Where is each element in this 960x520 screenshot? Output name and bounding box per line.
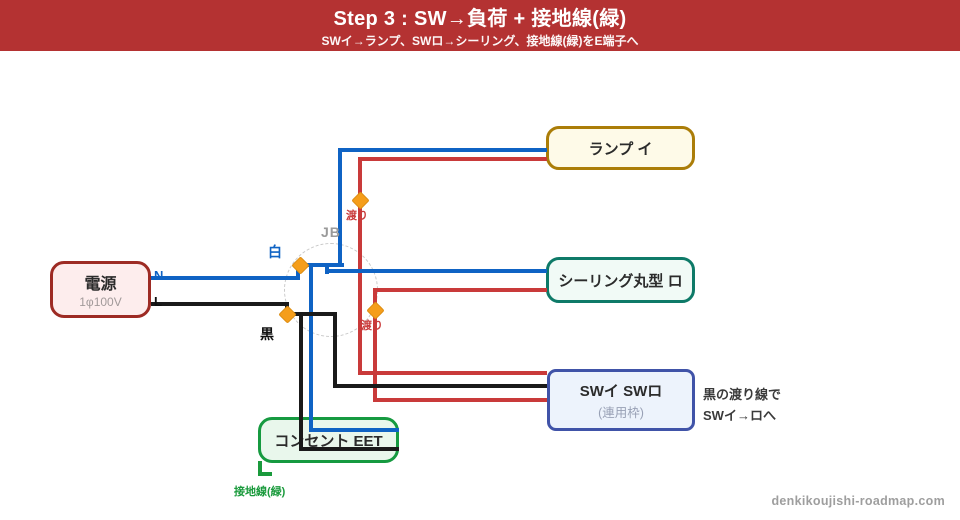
ceiling-light-label: シーリング丸型 ロ xyxy=(558,272,683,290)
switch-frame-label: (連用枠) xyxy=(598,405,644,420)
jumper-label-top: 渡り xyxy=(346,210,368,222)
black-wire-outlet-drop xyxy=(299,312,303,451)
line-terminal-label: L xyxy=(154,294,162,309)
junction-box-label: JB xyxy=(321,224,341,240)
site-credit: denkikoujishi-roadmap.com xyxy=(771,494,945,508)
white-wire-to-ceiling xyxy=(325,269,547,273)
red-wire-sw-ro-vertical xyxy=(373,288,377,402)
white-wire-lamp-riser xyxy=(338,148,342,267)
jumper-label-bottom: 渡り xyxy=(361,320,383,332)
page-title: Step 3 : SW→負荷 + 接地線(緑) xyxy=(333,8,627,30)
power-source-rating: 1φ100V xyxy=(79,295,122,309)
jumper-note-line1: 黒の渡り線で xyxy=(703,387,782,402)
ground-wire-horizontal xyxy=(258,472,272,476)
white-wire-to-lamp xyxy=(338,148,547,152)
black-wire-junction-run xyxy=(285,312,337,316)
white-wire-junction-run xyxy=(298,263,344,267)
power-source-label: 電源 xyxy=(84,276,117,293)
black-wire-to-switch xyxy=(333,384,547,388)
header-banner: Step 3 : SW→負荷 + 接地線(緑) SWイ→ランプ、SWロ→シーリン… xyxy=(0,0,960,51)
jumper-note: 黒の渡り線で SWイ→ロへ xyxy=(703,384,781,427)
red-wire-sw-i-vertical xyxy=(358,157,362,375)
lamp-label: ランプ イ xyxy=(588,140,653,158)
switch-box: SWイ SWロ (連用枠) xyxy=(547,369,695,431)
outlet-box: コンセント EET xyxy=(258,417,399,463)
white-wire-from-source xyxy=(151,276,300,280)
ground-wire-vertical xyxy=(258,461,262,476)
black-wire-to-outlet xyxy=(299,447,399,451)
power-source-box: 電源 1φ100V xyxy=(50,261,151,318)
ground-wire-label: 接地線(緑) xyxy=(234,486,286,498)
black-wire-sw-drop xyxy=(333,312,337,388)
white-wire-label: 白 xyxy=(268,244,282,260)
black-wire-from-source xyxy=(151,302,289,306)
white-wire-outlet-drop xyxy=(309,265,313,432)
black-wire-label: 黒 xyxy=(260,326,274,342)
red-wire-to-ceiling xyxy=(373,288,547,292)
page-subtitle: SWイ→ランプ、SWロ→シーリング、接地線(緑)をE端子へ xyxy=(321,34,639,48)
red-wire-to-lamp xyxy=(358,157,547,161)
lamp-box: ランプ イ xyxy=(546,126,695,170)
switch-label: SWイ SWロ xyxy=(579,382,663,400)
white-wire-to-outlet xyxy=(309,428,399,432)
jumper-note-line2: SWイ→ロへ xyxy=(703,408,776,424)
red-wire-from-sw-i xyxy=(358,371,547,375)
neutral-terminal-label: N xyxy=(154,268,164,283)
white-wire-step xyxy=(325,263,329,274)
ceiling-light-box: シーリング丸型 ロ xyxy=(546,257,695,303)
red-wire-from-sw-ro xyxy=(373,398,547,402)
